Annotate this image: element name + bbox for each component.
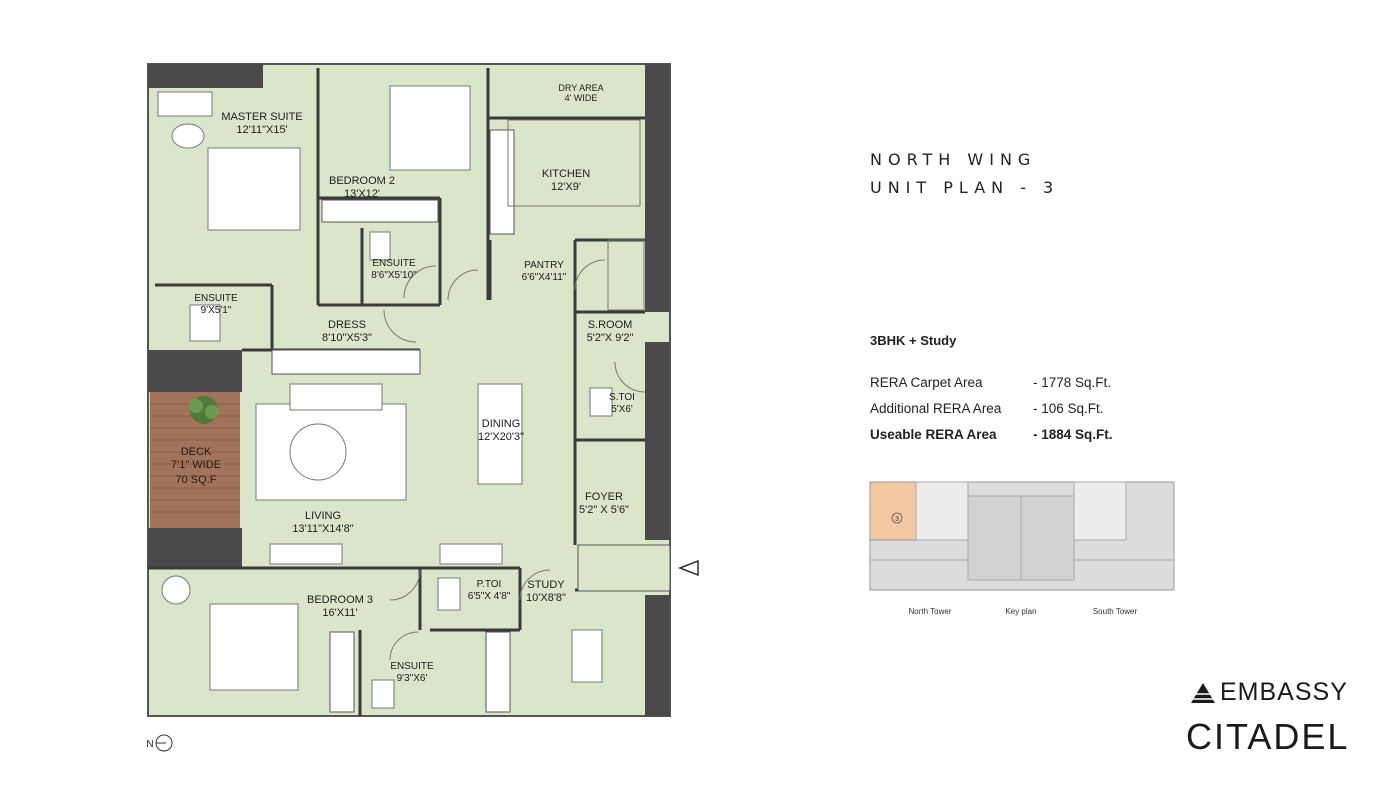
area-value: - 1884 Sq.Ft.: [1033, 426, 1113, 442]
dining-dim: 12'X20'3": [478, 431, 524, 443]
ensuite-b3-dim: 9'3"X6': [397, 673, 428, 684]
structural-walls: [148, 64, 670, 716]
study-dim: 10'X8'8": [526, 592, 566, 604]
toilet-b2: [369, 231, 391, 261]
ottoman: [171, 123, 205, 149]
unit-configuration: 3BHK + Study: [870, 333, 957, 348]
bedroom2-dim: 13'X12': [344, 188, 380, 200]
ensuite-b2-dim: 8'6"X5'10": [371, 270, 417, 281]
foyer-dim: 5'2" X 5'6": [579, 504, 629, 516]
room-labels: MASTER SUITE 12'11"X15' BEDROOM 2 13'X12…: [171, 83, 635, 684]
key-plan-title: Key plan: [1005, 607, 1036, 616]
area-value: - 106 Sq.Ft.: [1033, 400, 1104, 416]
toilet-b3: [371, 679, 395, 709]
bed-3: [209, 603, 299, 691]
area-row-total: Useable RERA Area - 1884 Sq.Ft.: [870, 421, 1113, 447]
study-chair: [571, 629, 603, 683]
brand-logo: EMBASSY: [1190, 678, 1348, 707]
key-plan-north-tower-label: North Tower: [909, 607, 952, 616]
bed-master: [207, 147, 301, 231]
chair-b3: [161, 575, 191, 605]
toilet-ptoi: [437, 577, 461, 611]
plan-title-line2: UNIT PLAN - 3: [870, 178, 1060, 197]
coffee-table: [289, 423, 347, 481]
dining-name: DINING: [482, 418, 521, 430]
bedroom2-name: BEDROOM 2: [329, 175, 395, 187]
highlighted-unit: [869, 481, 917, 541]
foyer-name: FOYER: [585, 491, 623, 503]
dress-dim: 8'10"X5'3": [322, 332, 372, 344]
bed-2: [389, 85, 471, 171]
dress-name: DRESS: [328, 319, 366, 331]
plan-title-line1: NORTH WING: [870, 150, 1037, 169]
stoi-dim: 5'X6': [611, 404, 633, 415]
sroom-name: S.ROOM: [588, 319, 633, 331]
project-name: CITADEL: [1186, 716, 1350, 757]
living-name: LIVING: [305, 510, 341, 522]
plan-title: NORTH WING UNIT PLAN - 3: [870, 146, 1059, 202]
pantry-dim: 6'6"X4'11": [522, 272, 567, 283]
living-dim: 13'11"X14'8": [292, 523, 353, 535]
compass-label: N: [146, 739, 153, 750]
sroom-bed: [607, 239, 645, 311]
key-plan-south-tower-label: South Tower: [1093, 607, 1138, 616]
area-row: RERA Carpet Area - 1778 Sq.Ft.: [870, 369, 1113, 395]
kitchen-counter: [507, 119, 641, 207]
kitchen-name: KITCHEN: [542, 168, 590, 180]
area-value: - 1778 Sq.Ft.: [1033, 374, 1112, 390]
dining-table: [477, 383, 523, 485]
stoi-name: S.TOI: [609, 392, 635, 403]
tv-unit: [269, 543, 343, 565]
toilet-ms: [189, 304, 221, 342]
ensuite-ms-name: ENSUITE: [194, 293, 238, 304]
deck-name: DECK: [181, 446, 212, 458]
console: [439, 543, 503, 565]
deck-boards: [150, 403, 240, 513]
key-plan: 3 North Tower Key plan South Tower: [869, 481, 1175, 616]
ensuite-b2-name: ENSUITE: [372, 258, 416, 269]
bedroom3-dim: 16'X11': [322, 607, 357, 619]
brand-name: EMBASSY: [1220, 678, 1348, 706]
master-suite-name: MASTER SUITE: [221, 111, 302, 123]
toilet-stoi: [589, 387, 613, 417]
key-plan-unit-number: 3: [895, 516, 899, 523]
ensuite-ms-dim: 9'X5'1": [201, 305, 232, 316]
dry-area-dim: 4' WIDE: [565, 93, 598, 103]
ensuite-b3-name: ENSUITE: [390, 661, 434, 672]
master-suite-dim: 12'11"X15': [236, 124, 287, 136]
area-label: RERA Carpet Area: [870, 374, 983, 390]
kitchen-dim: 12'X9': [551, 181, 581, 193]
sroom-dim: 5'2"X 9'2": [587, 332, 634, 344]
deck-area-size: 70 SQ.F: [176, 474, 217, 486]
entrance-arrow-icon: [677, 559, 699, 577]
ptoi-dim: 6'5"X 4'8": [468, 591, 511, 602]
armchair: [157, 91, 213, 117]
furniture: [157, 85, 645, 709]
pantry-name: PANTRY: [524, 260, 564, 271]
area-label: Useable RERA Area: [870, 426, 997, 442]
area-row: Additional RERA Area - 106 Sq.Ft.: [870, 395, 1113, 421]
area-label: Additional RERA Area: [870, 400, 1002, 416]
stacked-triangle-icon: [1191, 682, 1215, 703]
ptoi-name: P.TOI: [477, 579, 502, 590]
deck-dim: 7'1" WIDE: [171, 459, 221, 471]
wardrobes: [271, 129, 515, 713]
study-name: STUDY: [527, 579, 565, 591]
bedroom3-name: BEDROOM 3: [307, 594, 373, 606]
area-table: RERA Carpet Area - 1778 Sq.Ft. Additiona…: [870, 369, 1113, 447]
sofa: [289, 383, 383, 411]
dry-area-name: DRY AREA: [558, 83, 603, 93]
